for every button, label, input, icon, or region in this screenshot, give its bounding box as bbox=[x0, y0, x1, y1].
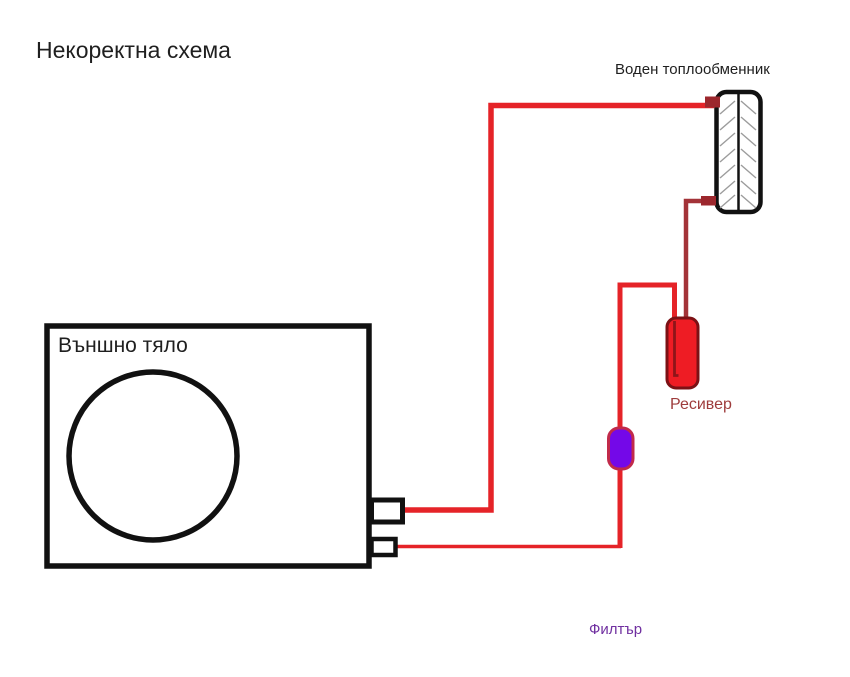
filter-body bbox=[607, 426, 635, 471]
pipes-bright-red bbox=[394, 102, 714, 549]
outdoor-unit-label: Външно тяло bbox=[58, 334, 188, 357]
filter-label: Филтър bbox=[589, 621, 643, 638]
receiver-body bbox=[665, 316, 700, 390]
outdoor-unit-body bbox=[44, 323, 372, 569]
heat-exchanger-label: Воден топлообменник bbox=[615, 61, 770, 78]
heat-exchanger-hatching bbox=[719, 100, 757, 209]
receiver-label: Ресивер bbox=[670, 396, 732, 413]
pipe-top-loop bbox=[400, 102, 714, 513]
heat-exchanger bbox=[714, 89, 763, 215]
heat-exchanger-port-top bbox=[705, 96, 720, 108]
diagram-title: Некоректна схема bbox=[36, 37, 231, 63]
pipe-filter-riser bbox=[617, 282, 677, 548]
receiver-dip-tube bbox=[673, 321, 679, 377]
outdoor-unit-port-bottom bbox=[369, 536, 398, 558]
heat-exchanger-port-bottom bbox=[701, 196, 716, 206]
outdoor-unit-port-top bbox=[369, 497, 405, 525]
pipe-receiver-to-exchanger bbox=[683, 198, 708, 322]
fan-circle bbox=[66, 369, 240, 543]
